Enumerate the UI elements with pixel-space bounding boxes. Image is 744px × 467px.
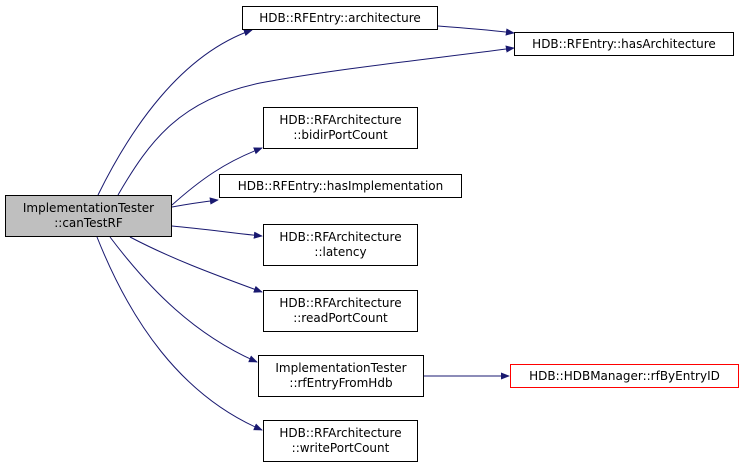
edge-root-to-has-architecture bbox=[117, 45, 515, 196]
node-label-line1: HDB::RFArchitecture bbox=[279, 113, 402, 127]
edge-root-to-has-implementation bbox=[171, 197, 219, 208]
edge-architecture-to-has-architecture bbox=[437, 25, 515, 36]
edge-root-to-bidir-port-count bbox=[171, 147, 263, 206]
node-has-implementation[interactable]: HDB::RFEntry::hasImplementation bbox=[219, 174, 462, 198]
edge-root-to-architecture bbox=[97, 29, 253, 196]
node-label-line2: ::writePortCount bbox=[291, 441, 390, 455]
node-read-port-count[interactable]: HDB::RFArchitecture ::readPortCount bbox=[263, 290, 418, 332]
node-label-line1: ImplementationTester bbox=[275, 361, 407, 375]
node-root: ImplementationTester ::canTestRF bbox=[5, 195, 172, 237]
node-rf-entry-from-hdb[interactable]: ImplementationTester ::rfEntryFromHdb bbox=[258, 355, 424, 397]
edge-root-to-write-port-count bbox=[96, 236, 263, 431]
node-rf-by-entry-id[interactable]: HDB::HDBManager::rfByEntryID bbox=[510, 364, 739, 388]
node-label: HDB::RFEntry::hasArchitecture bbox=[532, 36, 716, 51]
node-label-line1: HDB::RFArchitecture bbox=[279, 230, 402, 244]
node-label-line1: HDB::RFArchitecture bbox=[279, 426, 402, 440]
node-latency[interactable]: HDB::RFArchitecture ::latency bbox=[263, 224, 418, 266]
node-label-line2: ::latency bbox=[314, 245, 367, 259]
node-label: HDB::HDBManager::rfByEntryID bbox=[529, 368, 720, 383]
edge-root-to-latency bbox=[171, 225, 263, 239]
node-has-architecture[interactable]: HDB::RFEntry::hasArchitecture bbox=[514, 32, 734, 56]
node-label-line2: ::canTestRF bbox=[54, 216, 123, 230]
node-label-line2: ::readPortCount bbox=[293, 311, 388, 325]
node-label-line2: ::rfEntryFromHdb bbox=[289, 376, 393, 390]
node-label: HDB::RFEntry::architecture bbox=[259, 10, 421, 25]
node-label: HDB::RFEntry::hasImplementation bbox=[237, 178, 444, 193]
node-bidir-port-count[interactable]: HDB::RFArchitecture ::bidirPortCount bbox=[263, 107, 418, 149]
edge-root-to-read-port-count bbox=[129, 236, 263, 293]
node-label-line1: HDB::RFArchitecture bbox=[279, 296, 402, 310]
node-architecture[interactable]: HDB::RFEntry::architecture bbox=[242, 6, 438, 30]
node-write-port-count[interactable]: HDB::RFArchitecture ::writePortCount bbox=[263, 420, 418, 462]
node-label-line1: ImplementationTester bbox=[22, 201, 155, 215]
node-label-line2: ::bidirPortCount bbox=[293, 128, 388, 142]
edge-root-to-rf-entry-from-hdb bbox=[109, 236, 258, 363]
